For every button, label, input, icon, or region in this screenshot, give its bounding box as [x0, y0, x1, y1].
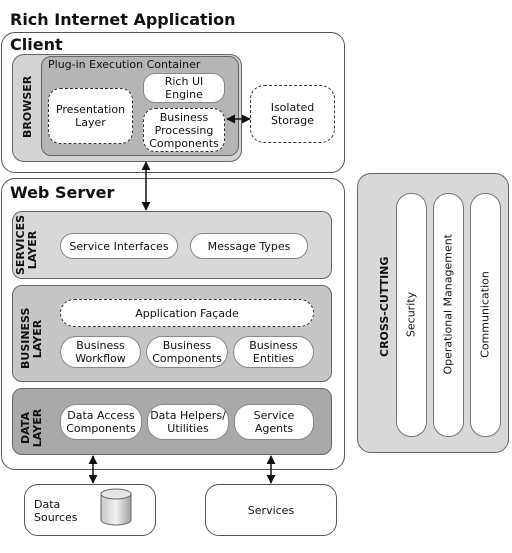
- rich-ui-engine: Rich UI Engine: [143, 73, 225, 103]
- application-facade-label: Application Façade: [135, 306, 239, 320]
- data-sources-label: Data Sources: [34, 498, 78, 524]
- services-label: Services: [247, 503, 295, 517]
- isolated-storage-label: Isolated Storage: [270, 101, 315, 127]
- diagram-title: Rich Internet Application: [10, 10, 236, 29]
- security-column: [396, 193, 427, 437]
- data-access-components: Data Access Components: [60, 404, 142, 440]
- presentation-layer-label: Presentation Layer: [55, 103, 126, 129]
- business-components-label: Business Components: [152, 339, 222, 365]
- web-server-heading: Web Server: [10, 183, 115, 202]
- services-box: Services: [205, 484, 337, 536]
- business-workflow-label: Business Workflow: [75, 339, 126, 365]
- message-types: Message Types: [190, 233, 308, 259]
- data-access-components-label: Data Access Components: [66, 409, 136, 435]
- client-heading: Client: [10, 35, 63, 54]
- business-processing-label: Business Processing Components: [149, 110, 219, 150]
- business-components: Business Components: [146, 336, 228, 368]
- business-entities-label: Business Entities: [249, 339, 298, 365]
- operational-management-column: [433, 193, 464, 437]
- service-interfaces-label: Service Interfaces: [69, 239, 169, 253]
- rich-ui-engine-label: Rich UI Engine: [164, 75, 204, 101]
- service-interfaces: Service Interfaces: [60, 233, 178, 259]
- service-agents-label: Service Agents: [253, 409, 295, 435]
- data-helpers-utilities: Data Helpers/ Utilities: [147, 404, 229, 440]
- data-helpers-utilities-label: Data Helpers/ Utilities: [150, 409, 226, 435]
- communication-column: [470, 193, 501, 437]
- business-entities: Business Entities: [233, 336, 314, 368]
- service-agents: Service Agents: [234, 404, 314, 440]
- business-processing: Business Processing Components: [143, 108, 225, 152]
- presentation-layer: Presentation Layer: [48, 88, 133, 144]
- business-workflow: Business Workflow: [60, 336, 141, 368]
- application-facade: Application Façade: [60, 299, 314, 327]
- plugin-container-label: Plug-in Execution Container: [48, 58, 201, 71]
- isolated-storage: Isolated Storage: [250, 85, 335, 143]
- message-types-label: Message Types: [207, 239, 291, 253]
- data-sources-box: [24, 484, 156, 536]
